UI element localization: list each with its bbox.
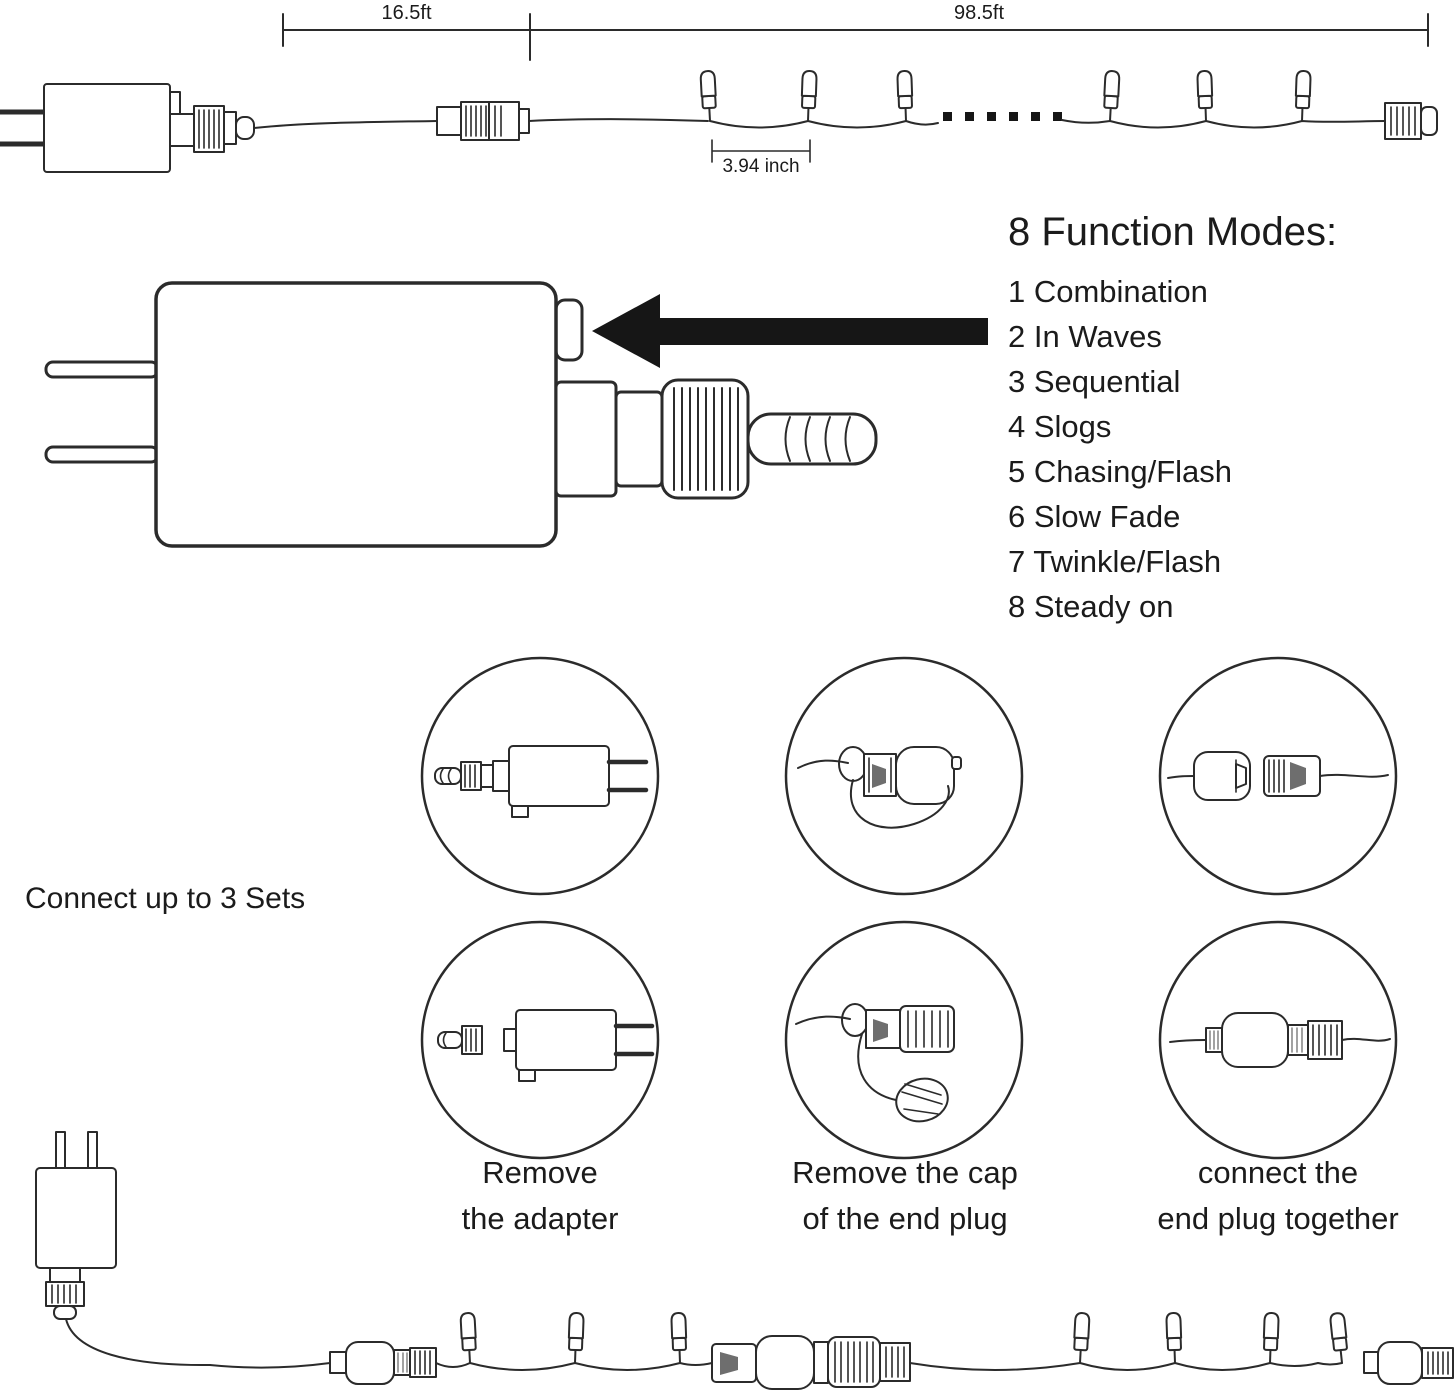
step-caption-remove-cap: Remove the cap of the end plug <box>755 1150 1055 1242</box>
caption-line: connect the <box>1197 1155 1359 1190</box>
step-circle-plugs-connected <box>1158 920 1398 1160</box>
mode-item-1: 1 Combination <box>1008 274 1208 309</box>
lead-length-label: 16.5ft <box>381 2 432 24</box>
step-caption-remove-adapter: Remove the adapter <box>410 1150 670 1242</box>
string-length-label: 98.5ft <box>953 2 1005 24</box>
bulb-spacing-label: 3.94 inch <box>722 156 800 177</box>
end-plug-drawing <box>1384 102 1438 140</box>
step-circle-adapter-attached <box>420 656 660 896</box>
bulb-spacing-bracket <box>711 139 811 163</box>
step-circle-plugs-connecting <box>1158 656 1398 896</box>
connect-sets-heading: Connect up to 3 Sets <box>25 882 306 915</box>
mode-button <box>554 298 584 362</box>
caption-line: the adapter <box>461 1201 619 1236</box>
mode-item-8: 8 Steady on <box>1008 589 1174 624</box>
step-circle-adapter-removed <box>420 920 660 1160</box>
function-modes-title: 8 Function Modes: <box>1008 210 1338 254</box>
main-adapter-drawing <box>44 281 878 548</box>
top-power-adapter-drawing <box>0 83 438 173</box>
mode-button-arrow <box>592 294 988 368</box>
step-caption-connect-plugs: connect the end plug together <box>1128 1150 1428 1242</box>
mode-item-2: 2 In Waves <box>1008 319 1162 354</box>
top-inline-connector-drawing <box>436 101 709 141</box>
top-light-string-drawing <box>699 69 1386 129</box>
caption-line: end plug together <box>1157 1201 1399 1236</box>
mode-item-5: 5 Chasing/Flash <box>1008 454 1233 489</box>
mode-item-4: 4 Slogs <box>1008 409 1112 444</box>
mode-item-6: 6 Slow Fade <box>1008 499 1181 534</box>
caption-line: Remove the cap <box>792 1155 1018 1190</box>
dimension-ruler <box>282 13 1429 61</box>
step-circle-cap-removed <box>784 920 1024 1160</box>
bottom-light-string-drawing <box>209 1311 1454 1390</box>
step-circle-cap-attached <box>784 656 1024 896</box>
continuation-dots <box>943 112 1062 121</box>
caption-line: of the end plug <box>802 1201 1008 1236</box>
function-modes-panel: 8 Function Modes: 1 Combination 2 In Wav… <box>1008 210 1337 629</box>
bottom-adapter-drawing <box>35 1131 211 1367</box>
caption-line: Remove <box>482 1155 598 1190</box>
mode-item-7: 7 Twinkle/Flash <box>1008 544 1222 579</box>
mode-item-3: 3 Sequential <box>1008 364 1181 399</box>
